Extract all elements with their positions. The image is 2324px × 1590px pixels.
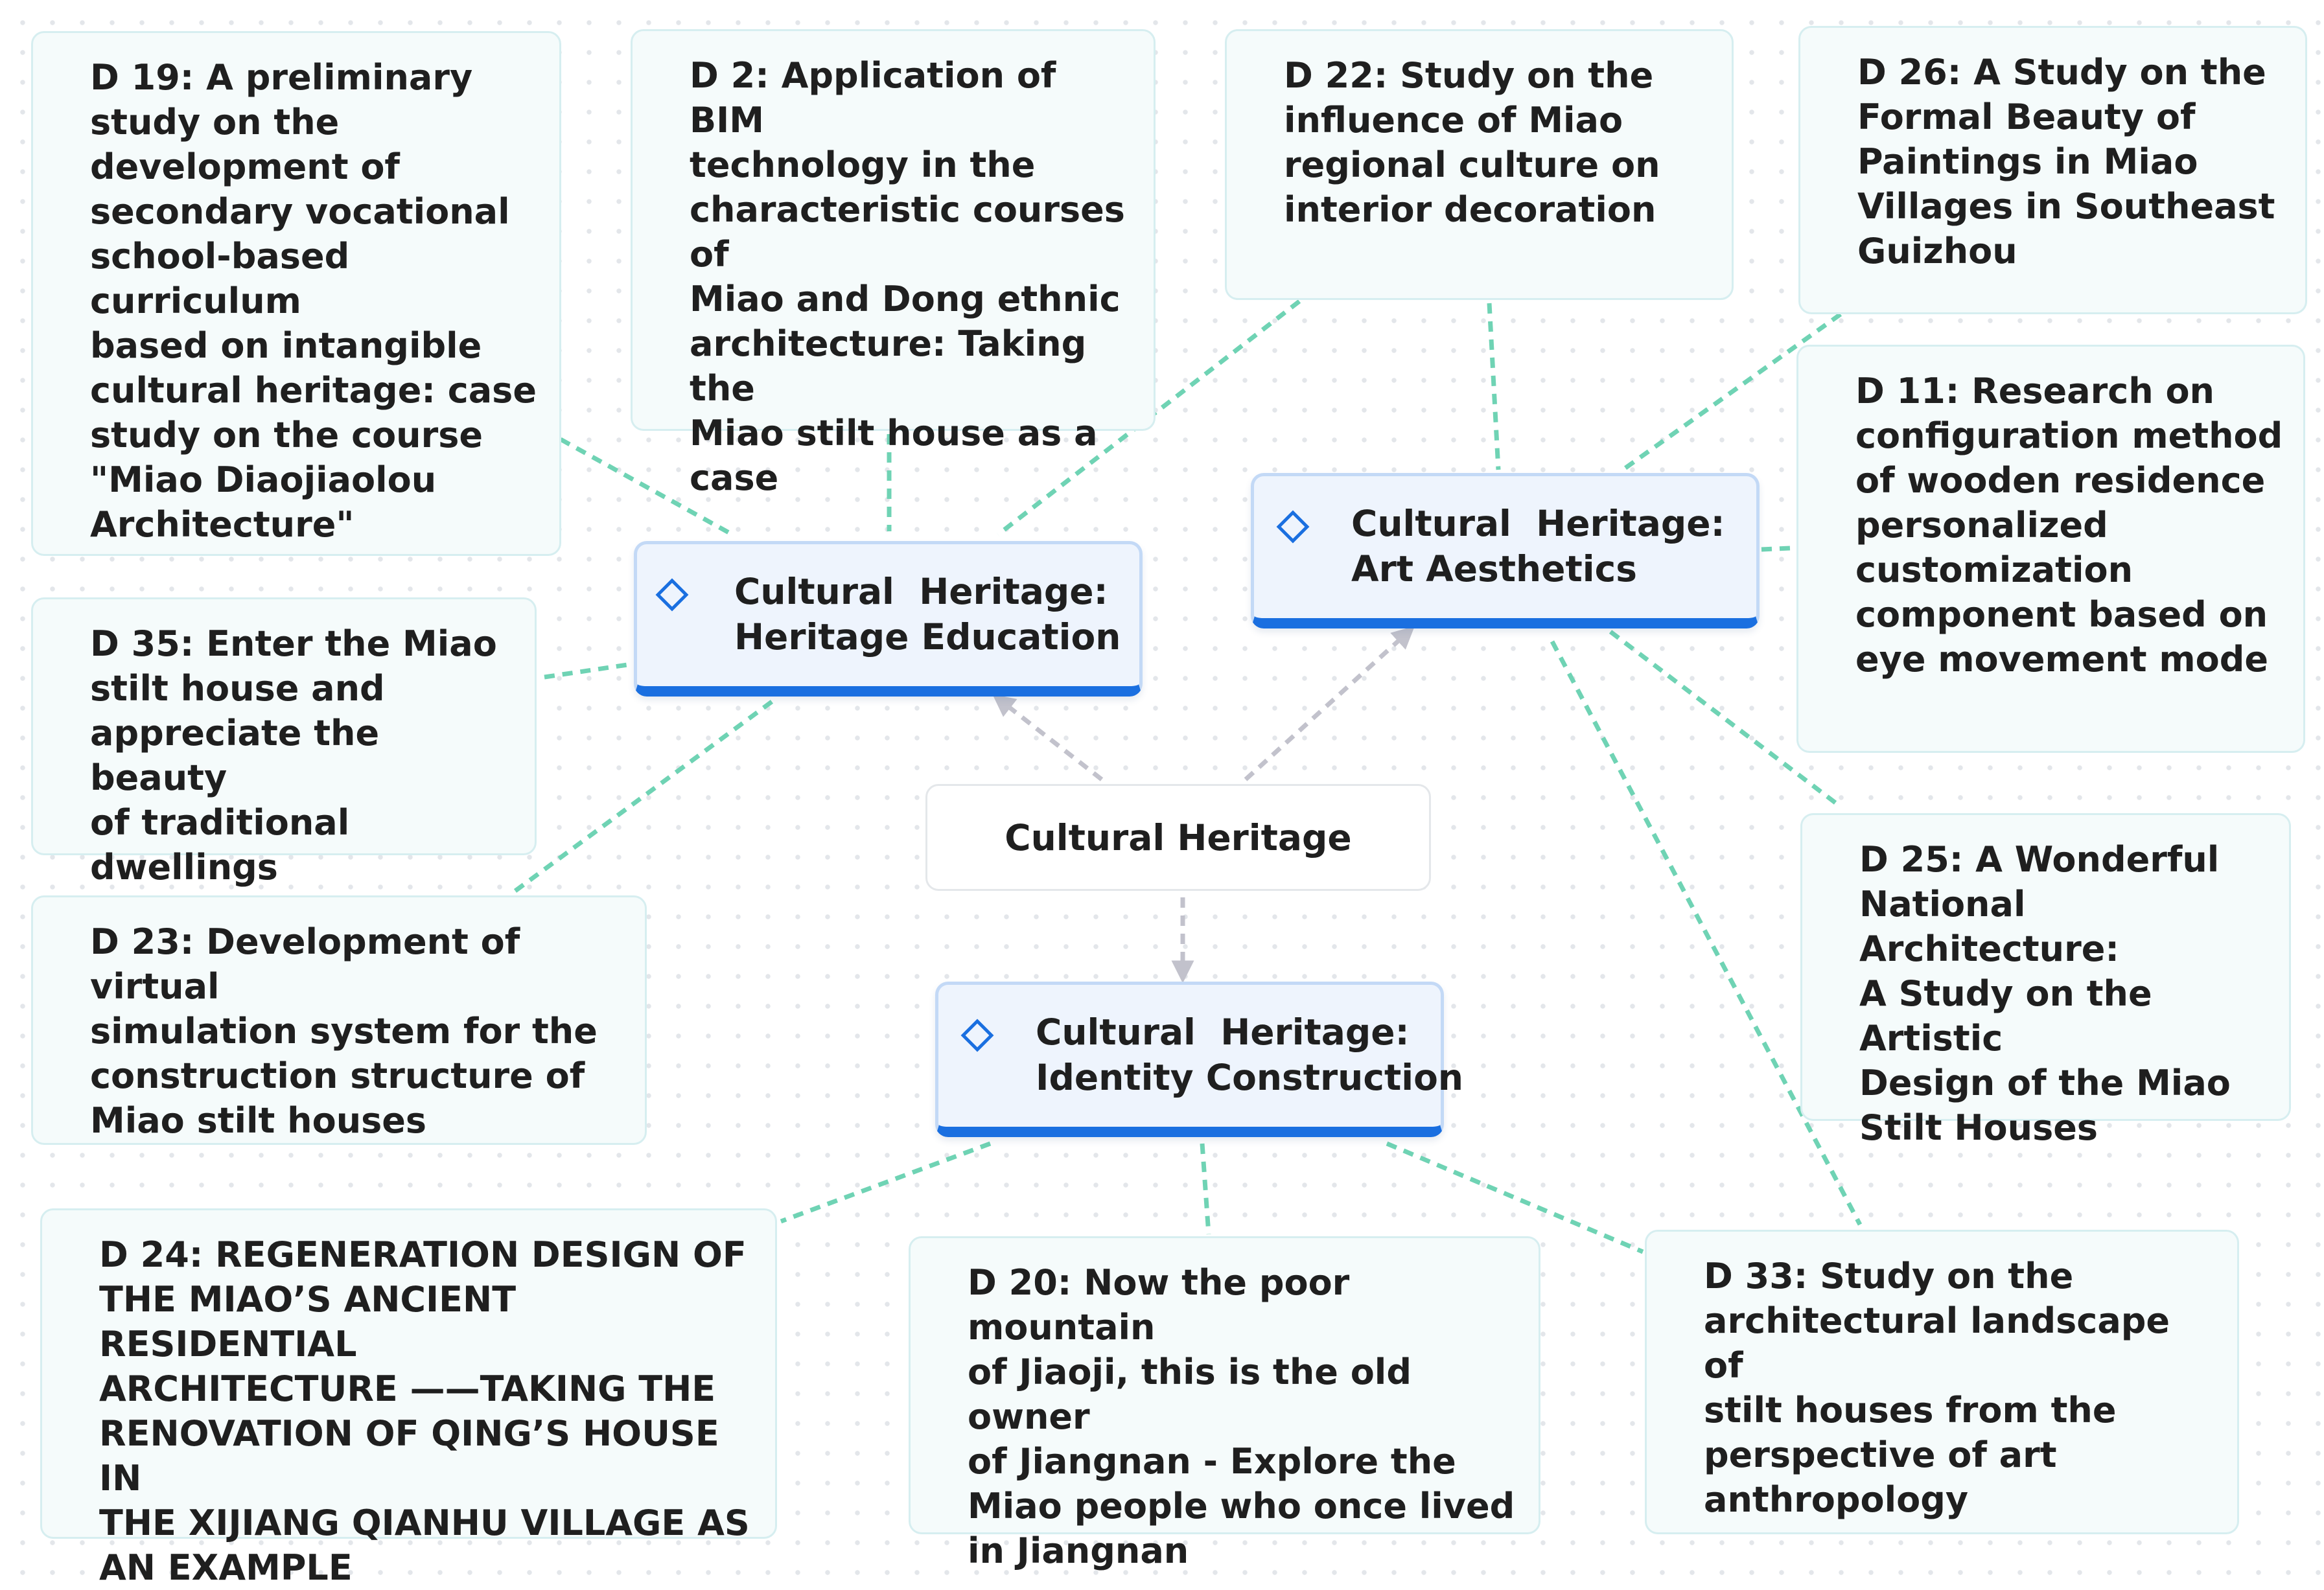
hub-heritage-education[interactable]: Cultural Heritage: Heritage Education [634,541,1143,697]
card-d22[interactable]: D 22: Study on the influence of Miao reg… [1225,29,1734,300]
hub-art-aesthetics[interactable]: Cultural Heritage: Art Aesthetics [1251,473,1760,628]
card-d19[interactable]: D 19: A preliminary study on the develop… [31,31,561,556]
link-d20 [1200,1143,1211,1235]
card-d11[interactable]: D 11: Research on configuration method o… [1796,345,2305,753]
link-d22b [1487,303,1501,470]
diamond-icon [1276,510,1310,544]
card-d25[interactable]: D 25: A Wonderful National Architecture:… [1800,813,2291,1148]
card-d35[interactable]: D 35: Enter the Miao stilt house and app… [31,597,537,888]
card-d20[interactable]: D 20: Now the poor mountain of Jiaoji, t… [909,1236,1540,1571]
hub-label: Cultural Heritage: Heritage Education [734,571,1121,658]
diamond-icon [960,1019,994,1052]
root-node[interactable]: Cultural Heritage [925,784,1431,891]
root-to-education-arrow [992,694,1104,781]
root-label: Cultural Heritage [1005,816,1352,858]
link-d33 [1550,640,1863,1226]
link-d19 [559,437,734,537]
link-d33b [1386,1141,1644,1254]
link-d11 [1761,546,1791,552]
card-d33[interactable]: D 33: Study on the architectural landsca… [1645,1230,2239,1534]
link-d35 [544,662,633,680]
connector-lines [513,299,1863,1254]
card-d23[interactable]: D 23: Development of virtual simulation … [31,895,647,1145]
link-d24 [780,1141,992,1224]
hub-identity-construction[interactable]: Cultural Heritage: Identity Construction [935,982,1463,1137]
card-d2[interactable]: D 2: Application of BIM technology in th… [631,29,1156,498]
link-d25 [1609,630,1842,809]
hub-label: Cultural Heritage: Art Aesthetics [1351,503,1725,590]
diamond-icon [655,578,689,612]
root-to-aesthetics-arrow [1244,626,1415,781]
card-d24[interactable]: D 24: REGENERATION DESIGN OF THE MIAO’S … [40,1208,777,1588]
hub-label: Cultural Heritage: Identity Construction [1036,1011,1464,1098]
link-d23 [513,698,776,893]
link-d26 [1618,312,1842,474]
card-d26[interactable]: D 26: A Study on the Formal Beauty of Pa… [1798,26,2307,314]
